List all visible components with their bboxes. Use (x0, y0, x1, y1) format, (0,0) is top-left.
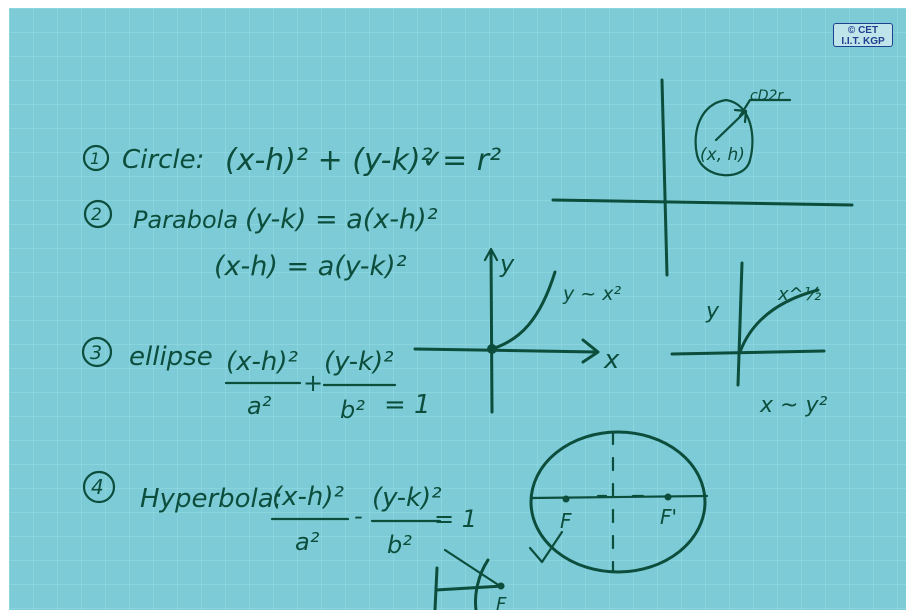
number-circle-4 (82, 470, 116, 504)
circle-sketch: cD2r (x, h) (551, 78, 854, 277)
item-ellipse: 3 ellipse (x-h)² a² + (y-k)² b² = 1 (81, 336, 431, 424)
item-hyperbola: 4 Hyperbola: (x-h)² a² - (y-k)² b² = 1 (82, 470, 477, 559)
parabola-curve (490, 270, 557, 351)
ellipse-shape (529, 430, 707, 574)
root-curve (738, 288, 820, 354)
item-number: 4 (91, 475, 104, 499)
focus-2-dot (664, 493, 672, 501)
root-sketch: y x^½ x ~ y² (670, 261, 827, 418)
x-arrowhead (581, 338, 600, 364)
equation: (x-h)² + (y-k)² = r² (225, 143, 501, 178)
hyperbola-branch (474, 558, 490, 610)
label-leader (738, 98, 792, 118)
focus-2-label: F' (660, 505, 677, 529)
denominator-2: b² (387, 531, 412, 559)
item-number: 3 (90, 342, 102, 364)
y-axis (489, 249, 494, 414)
number-circle-3 (81, 336, 113, 368)
horizontal-axis (551, 198, 854, 207)
equation-1: (y-k) = a(x-h)² (245, 204, 438, 235)
numerator-2: (y-k)² (372, 483, 442, 513)
minus-sign: - (354, 502, 363, 530)
focus-label: F (496, 594, 507, 610)
rhs: = 1 (384, 390, 431, 420)
y-axis (736, 261, 744, 387)
check-mark: ✓ (422, 145, 444, 175)
x-axis (670, 349, 826, 356)
curve-label: x^½ (777, 284, 822, 305)
rhs: = 1 (434, 505, 477, 533)
item-circle: 1 Circle: (x-h)² + (y-k)² = r² ✓ (82, 143, 501, 178)
item-name: Hyperbola: (140, 484, 282, 514)
major-axis (529, 494, 709, 500)
item-number: 1 (90, 149, 100, 168)
plus-sign: + (303, 369, 323, 397)
curve-label: y ~ x² (562, 283, 621, 305)
cet-iit-kgp-logo: © CET I.I.T. KGP (833, 23, 893, 47)
numerator-1: (x-h)² (272, 482, 344, 512)
logo-line-1: © CET (847, 25, 879, 36)
item-number: 2 (91, 205, 102, 225)
y-axis-label: y (499, 250, 515, 278)
hyperbola-sketch: F (433, 548, 507, 610)
x-axis-label: x (603, 345, 620, 375)
focus-1-label: F (560, 509, 572, 533)
radius-label: cD2r (750, 88, 784, 104)
x-axis (413, 347, 598, 354)
equation-2: (x-h) = a(y-k)² (214, 251, 407, 282)
logo-line-2: I.I.T. KGP (841, 36, 885, 47)
whiteboard (9, 8, 906, 610)
number-circle-1 (82, 144, 110, 172)
vertex-dot (487, 344, 497, 354)
item-name: Circle: (122, 145, 204, 175)
y-arrowhead (483, 247, 499, 262)
horizontal-axis (434, 584, 505, 592)
focal-line (443, 548, 502, 588)
item-name: ellipse (129, 342, 213, 372)
vertical-axis (660, 78, 669, 277)
ellipse-sketch: F F' (528, 430, 709, 574)
check-mark-icon (528, 530, 564, 564)
parabola-sketch: y x y ~ x² (413, 247, 621, 414)
denominator-1: a² (247, 392, 272, 420)
item-name: Parabola (133, 206, 238, 234)
circle-shape (694, 98, 754, 177)
center-label: (x, h) (700, 145, 745, 165)
focus-1-dot (562, 495, 570, 503)
number-circle-2 (83, 199, 113, 229)
y-axis-label: y (705, 299, 720, 324)
item-parabola: 2 Parabola (y-k) = a(x-h)² (x-h) = a(y-k… (83, 199, 438, 282)
denominator-2: b² (340, 396, 365, 424)
denominator-1: a² (295, 528, 320, 556)
radius-arrowhead (733, 108, 748, 124)
numerator-2: (y-k)² (324, 347, 394, 377)
relation-label: x ~ y² (759, 393, 827, 418)
numerator-1: (x-h)² (226, 347, 298, 377)
focus-dot (497, 582, 505, 590)
